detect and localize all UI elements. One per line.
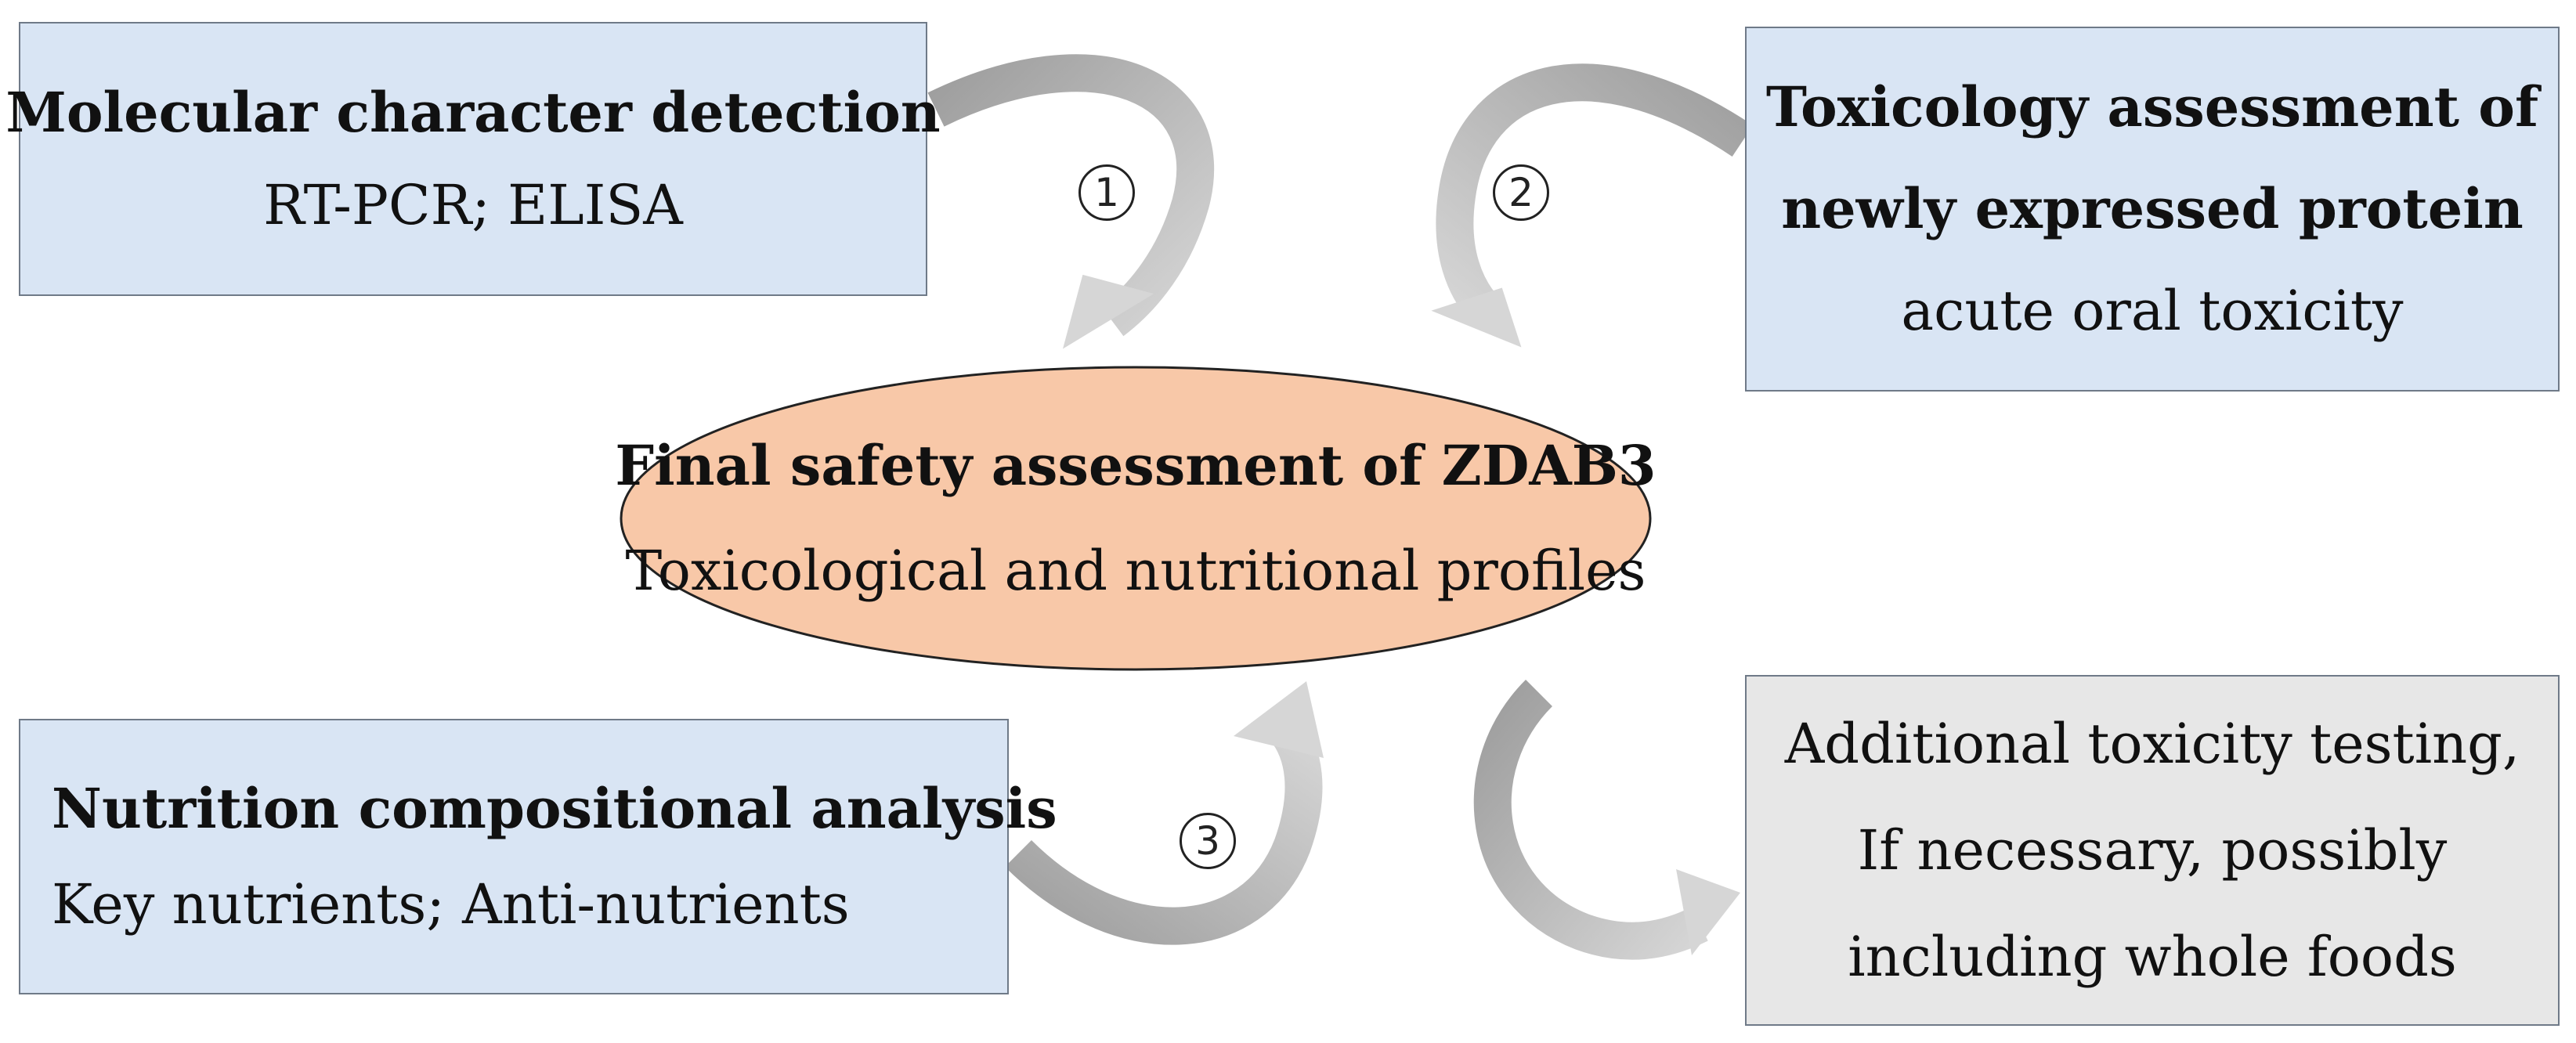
step-2-marker: 2: [1493, 164, 1549, 221]
nutrition-analysis-box: Nutrition compositional analysis Key nut…: [19, 719, 1057, 994]
arrow-center-to-additional: [1473, 680, 1740, 960]
nutrition-box-title: Nutrition compositional analysis: [52, 776, 1057, 841]
final-assessment-title: Final safety assessment of ZDAB3: [615, 433, 1657, 498]
arrow-nutrition-to-center: [1005, 681, 1324, 945]
additional-box-line2: If necessary, possibly: [1857, 818, 2448, 882]
molecular-box-title: Molecular character detection: [5, 80, 941, 145]
additional-box-line3: including whole foods: [1848, 925, 2457, 989]
arrow-molecular-to-center: [927, 54, 1214, 349]
step-3-marker: 3: [1180, 813, 1236, 869]
toxicology-assessment-box: Toxicology assessment of newly expressed…: [1745, 27, 2560, 392]
toxicology-box-title-line1: Toxicology assessment of: [1765, 74, 2539, 139]
final-assessment-subtitle: Toxicological and nutritional profiles: [625, 539, 1646, 603]
ellipse-shape: [620, 366, 1652, 671]
molecular-box-subtitle: RT-PCR; ELISA: [263, 173, 683, 237]
molecular-character-box: Molecular character detection RT-PCR; EL…: [5, 22, 941, 296]
toxicology-box-subtitle: acute oral toxicity: [1901, 279, 2404, 343]
nutrition-box-subtitle: Key nutrients; Anti-nutrients: [52, 872, 850, 937]
final-assessment-ellipse: Final safety assessment of ZDAB3 Toxicol…: [615, 365, 1657, 672]
additional-testing-box: Additional toxicity testing, If necessar…: [1745, 675, 2560, 1026]
step-1-marker: 1: [1078, 164, 1135, 221]
additional-box-line1: Additional toxicity testing,: [1784, 712, 2520, 776]
arrow-toxicology-to-center: [1431, 63, 1754, 348]
toxicology-box-title-line2: newly expressed protein: [1781, 176, 2524, 241]
